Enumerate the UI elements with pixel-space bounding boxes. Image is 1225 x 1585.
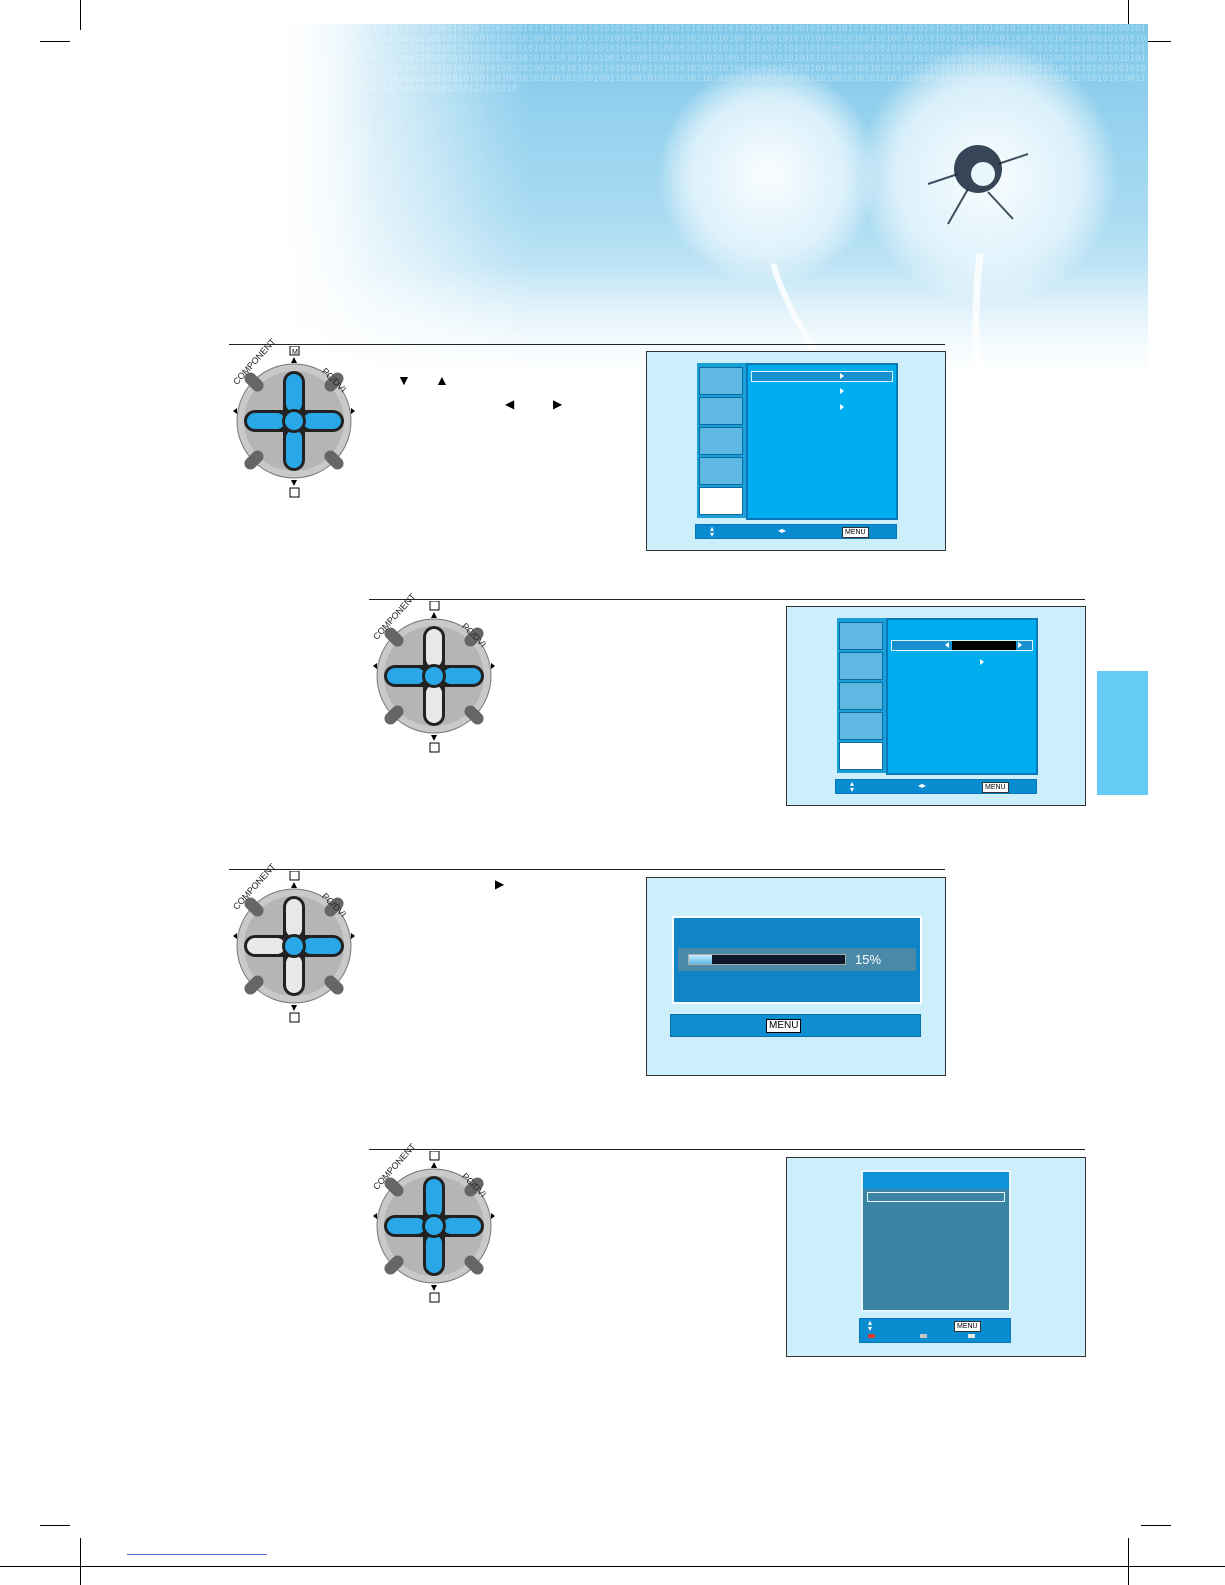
osd-help-bar: ▴▾ ◂▸ MENU xyxy=(695,524,897,539)
progress-bar xyxy=(688,954,846,965)
arrow-right-glyph: ▶ xyxy=(553,397,563,411)
value-right-arrow-icon xyxy=(1018,642,1022,648)
move-icon: ▴▾ xyxy=(710,524,715,539)
arrow-left-glyph: ◀ xyxy=(505,397,515,411)
osd-screen-3: 15% MENU xyxy=(646,877,946,1076)
header-banner: 0101010100110100101010101010101001101001… xyxy=(268,24,1148,369)
crop-mark xyxy=(1141,1525,1171,1526)
osd-icon-column xyxy=(837,618,886,773)
sound-menu-icon[interactable] xyxy=(839,652,883,680)
osd-screen-2: ▴▾ ◂▸ MENU xyxy=(786,606,1086,806)
move-icon: ▴▾ xyxy=(850,779,855,794)
footer-underline xyxy=(127,1554,267,1555)
remote-pad-3: COMPONENT PC/DVI xyxy=(229,862,359,1023)
remote-pad-2: COMPONENT PC/DVI xyxy=(369,592,499,753)
banner-fade xyxy=(268,24,1148,369)
picture-menu-icon[interactable] xyxy=(699,367,743,395)
sound-menu-icon[interactable] xyxy=(699,397,743,425)
crop-mark xyxy=(80,1538,81,1585)
osd-menu-panel xyxy=(746,363,898,520)
osd-screen-1: ▴▾ ◂▸ MENU xyxy=(646,351,946,551)
value-field[interactable] xyxy=(952,641,1016,650)
crop-line xyxy=(0,1566,1225,1567)
menu-row-selected[interactable] xyxy=(751,371,893,382)
osd-screen-4: ▴▾ MENU xyxy=(786,1157,1086,1357)
green-key-icon xyxy=(920,1334,927,1338)
screen-menu-icon[interactable] xyxy=(699,427,743,455)
value-left-arrow-icon xyxy=(945,642,949,648)
channel-menu-icon[interactable] xyxy=(839,742,883,770)
crop-mark xyxy=(1128,1538,1129,1585)
osd-help-bar: ▴▾ ◂▸ MENU xyxy=(835,779,1037,794)
submenu-arrow-icon xyxy=(840,373,844,379)
program-edit-panel xyxy=(861,1170,1011,1312)
crop-mark xyxy=(1128,0,1129,30)
section-rule xyxy=(369,1149,1085,1150)
adjust-icon: ◂▸ xyxy=(918,781,927,790)
section-rule xyxy=(229,344,945,345)
picture-menu-icon[interactable] xyxy=(839,622,883,650)
osd-menu-panel xyxy=(886,618,1038,775)
red-key-icon xyxy=(868,1334,875,1338)
crop-mark xyxy=(80,0,81,30)
yellow-key-icon xyxy=(968,1334,975,1338)
panel-header xyxy=(863,1172,1009,1189)
crop-mark xyxy=(1141,41,1171,42)
arrow-up-glyph: ▲ xyxy=(435,372,449,388)
crop-mark xyxy=(40,1525,70,1526)
progress-bar-fill xyxy=(689,955,713,964)
setup-menu-icon[interactable] xyxy=(699,457,743,485)
crop-mark xyxy=(40,41,70,42)
adjust-icon: ◂▸ xyxy=(778,526,787,535)
menu-key-badge: MENU xyxy=(982,782,1009,793)
chapter-tab xyxy=(1097,671,1148,795)
osd-menu-bar: MENU xyxy=(670,1014,921,1037)
menu-key-badge: MENU xyxy=(766,1019,802,1033)
progress-percent: 15% xyxy=(855,952,882,967)
progress-row: 15% xyxy=(678,948,916,971)
remote-pad-4: COMPONENT PC/DVI xyxy=(369,1142,499,1303)
submenu-arrow-icon xyxy=(980,659,984,665)
remote-pad-1: M COMPONENT PC/DVI xyxy=(229,337,359,498)
setup-menu-icon[interactable] xyxy=(839,712,883,740)
menu-key-badge: MENU xyxy=(954,1321,981,1332)
menu-key-badge: MENU xyxy=(842,527,869,538)
arrow-right-glyph: ▶ xyxy=(495,877,505,891)
pad-graphic xyxy=(373,600,495,753)
arrow-down-glyph: ▼ xyxy=(397,372,411,388)
screen-menu-icon[interactable] xyxy=(839,682,883,710)
pad-graphic: M xyxy=(233,345,355,498)
auto-program-panel: 15% xyxy=(672,916,922,1004)
pad-graphic xyxy=(373,1150,495,1303)
section-rule xyxy=(369,599,1085,600)
pad-graphic xyxy=(233,870,355,1023)
section-rule xyxy=(229,869,945,870)
submenu-arrow-icon xyxy=(840,388,844,394)
program-row-selected[interactable] xyxy=(867,1192,1005,1202)
channel-menu-icon[interactable] xyxy=(699,487,743,515)
osd-icon-column xyxy=(697,363,746,518)
osd-help-bar: ▴▾ MENU xyxy=(859,1318,1011,1343)
move-icon: ▴▾ xyxy=(868,1318,873,1333)
submenu-arrow-icon xyxy=(840,404,844,410)
svg-text:M: M xyxy=(292,349,298,356)
